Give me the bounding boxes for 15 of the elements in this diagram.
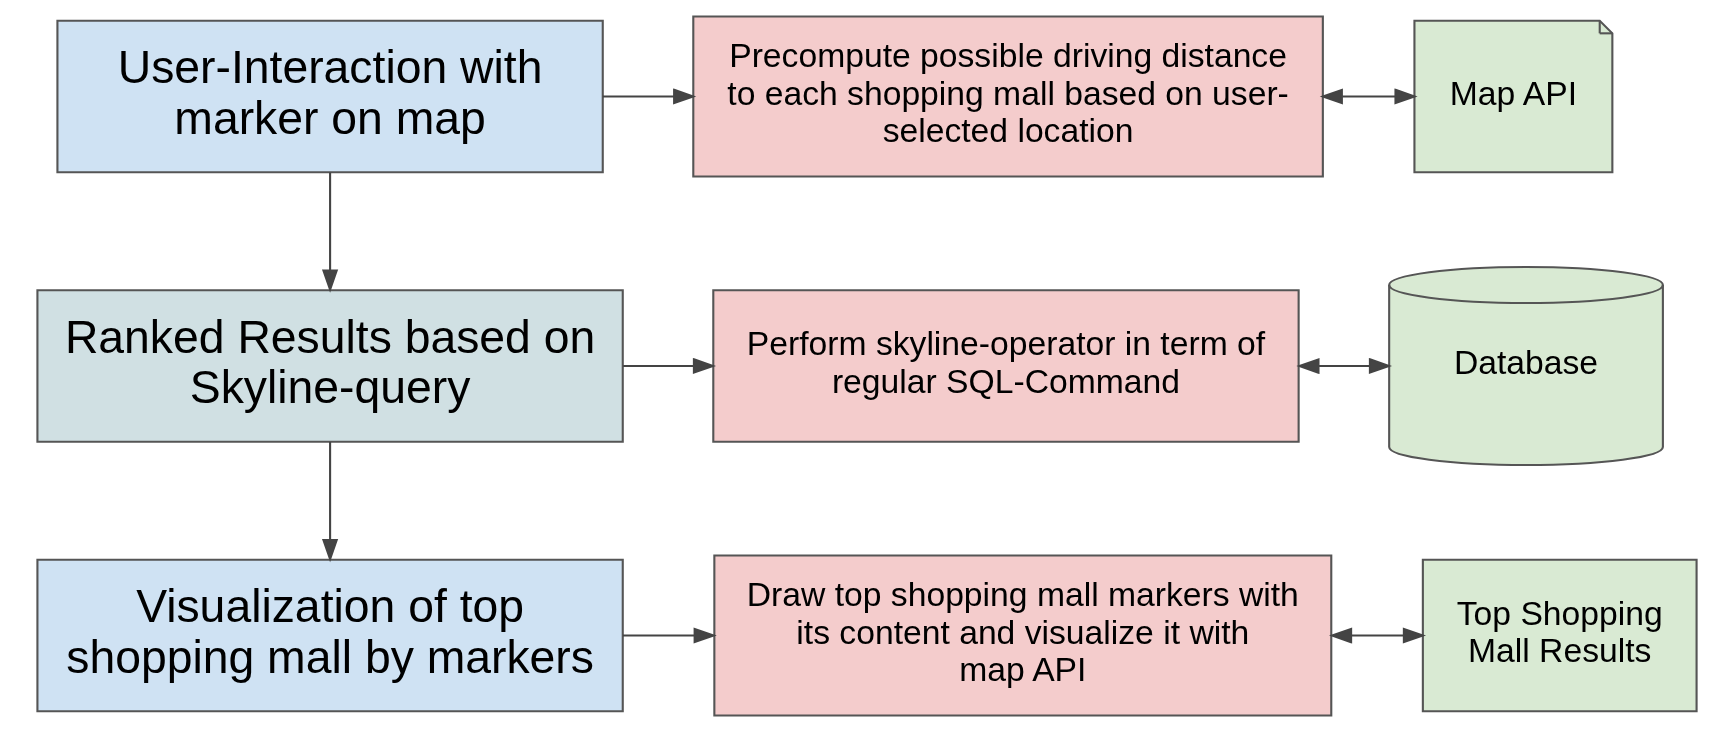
- arrow: [321, 442, 338, 563]
- arrow: [622, 627, 717, 644]
- arrow: [321, 172, 338, 293]
- arrow: [602, 88, 696, 105]
- arrow: [1328, 627, 1426, 644]
- arrow: [1295, 357, 1392, 375]
- node-box: Precompute possible driving distance to each shopping mall based on user-selected location: [691, 15, 1324, 178]
- node-box: Top Shopping Mall Results: [1421, 558, 1698, 713]
- arrow: [1319, 88, 1418, 105]
- node-box: Visualization of top shopping mall by markers: [35, 558, 624, 713]
- node-box: Draw top shopping mall markers with its content and visualize it with map API: [712, 554, 1332, 717]
- arrow: [622, 357, 716, 375]
- node-box: Ranked Results based on Skyline-query: [35, 289, 624, 443]
- node-box: Perform skyline-operator in term of regular SQL-Command: [711, 289, 1300, 443]
- node-box: User-Interaction with marker on map: [55, 19, 604, 174]
